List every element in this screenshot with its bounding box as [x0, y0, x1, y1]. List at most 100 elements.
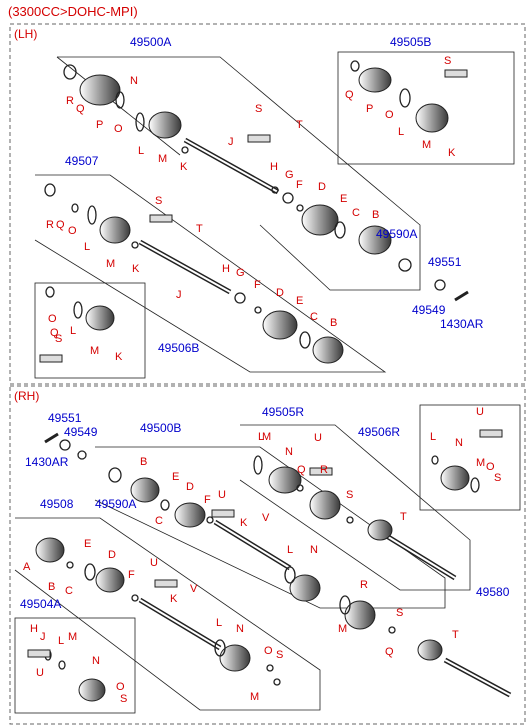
part-letter: T — [296, 119, 303, 131]
part-letter: A — [23, 561, 31, 573]
assembly-number-49590A: 49590A — [376, 227, 417, 241]
part-letter: R — [320, 464, 328, 476]
rh-grease-tube-3 — [479, 429, 503, 438]
rh-49500B-inner-boot — [289, 574, 321, 602]
part-letter: T — [196, 223, 203, 235]
part-letter: D — [108, 549, 116, 561]
rh-49508-boot — [95, 567, 125, 593]
part-letter: L — [258, 431, 264, 443]
part-letter: Q — [56, 219, 65, 231]
part-letter: B — [330, 317, 337, 329]
assembly-number-49508: 49508 — [40, 497, 74, 511]
assembly-number-49549-rh: 49549 — [64, 425, 98, 439]
lh-bolt — [454, 290, 469, 302]
rh-49508-outer-joint — [35, 537, 65, 563]
part-letter: J — [176, 289, 182, 301]
rh-grease-tube-4 — [154, 579, 178, 588]
assembly-number-49551-rh: 49551 — [48, 411, 82, 425]
lh-49505B-housing — [358, 67, 392, 93]
rh-grease-tube-2 — [309, 467, 333, 476]
assembly-number-49500A: 49500A — [130, 35, 171, 49]
part-letter: O — [116, 681, 125, 693]
rh-shaft-49508-core — [139, 599, 221, 649]
part-letter: U — [36, 667, 44, 679]
part-letter: H — [222, 263, 230, 275]
part-letter: M — [338, 623, 347, 635]
part-letter: D — [318, 181, 326, 193]
part-letter: Q — [297, 464, 306, 476]
part-letter: Q — [50, 327, 59, 339]
part-letter: O — [486, 461, 495, 473]
part-letter: F — [204, 494, 211, 506]
part-letter: M — [90, 345, 99, 357]
part-letter: R — [66, 95, 74, 107]
rh-bolt — [44, 432, 59, 444]
rh-rings — [44, 439, 480, 686]
part-letter: U — [218, 489, 226, 501]
part-letter: K — [240, 517, 248, 529]
rh-section-label: (RH) — [14, 389, 39, 403]
part-letter: K — [115, 351, 123, 363]
rh-49500B-boot — [174, 502, 206, 528]
lh-shaft-secondary-core — [139, 241, 231, 293]
part-letter: O — [385, 109, 394, 121]
part-letter: Q — [385, 646, 394, 658]
assembly-number-49505B: 49505B — [390, 35, 431, 49]
part-letter: Q — [76, 103, 85, 115]
part-letter: M — [476, 457, 485, 469]
rh-grease-tube-1 — [211, 509, 235, 518]
part-letter: S — [155, 195, 162, 207]
rh-49505R-outline — [239, 424, 471, 591]
lh-49500A-outline — [57, 56, 421, 291]
part-letter: U — [150, 557, 158, 569]
assembly-number-1430AR-rh: 1430AR — [25, 455, 69, 469]
part-letter: H — [270, 161, 278, 173]
part-letter: F — [296, 179, 303, 191]
part-letter: Q — [345, 89, 354, 101]
rh-49508-outline — [14, 517, 321, 711]
lh-49507-outer-joint — [312, 336, 344, 364]
part-letter: N — [310, 544, 318, 556]
part-letter: B — [140, 456, 147, 468]
assembly-number-49507: 49507 — [65, 154, 99, 168]
part-letter: P — [366, 103, 373, 115]
part-letter: G — [285, 169, 294, 181]
part-letter: G — [236, 267, 245, 279]
rh-grease-tube-5 — [27, 649, 51, 658]
part-letter: L — [84, 241, 90, 253]
part-letter: C — [155, 515, 163, 527]
part-letter: M — [106, 258, 115, 270]
assembly-number-49506R: 49506R — [358, 425, 400, 439]
lh-49507-outline — [34, 174, 387, 373]
part-letter: K — [180, 161, 188, 173]
rh-49580-housing — [344, 600, 376, 630]
part-letter: K — [448, 147, 456, 159]
lh-rings — [44, 60, 446, 349]
part-letter: N — [92, 655, 100, 667]
part-letter: D — [186, 481, 194, 493]
part-letter: U — [476, 406, 484, 418]
lh-49500A-leader — [56, 56, 181, 156]
part-letter: S — [396, 607, 403, 619]
lh-49505B-boot — [415, 103, 449, 133]
rh-49500B-outer-joint — [130, 477, 160, 503]
part-letter: S — [120, 693, 127, 705]
part-letter: L — [70, 325, 76, 337]
part-letter: E — [172, 471, 179, 483]
part-letter: M — [262, 431, 271, 443]
lh-49506B-grease-tube — [39, 354, 63, 363]
rh-49500B-outline — [94, 446, 446, 609]
part-letter: N — [236, 623, 244, 635]
rh-section-frame — [9, 385, 526, 725]
part-letter: K — [170, 593, 178, 605]
lh-inner-joint-housing — [79, 74, 121, 106]
part-letter: O — [264, 645, 273, 657]
rh-49506R-outline — [419, 404, 521, 511]
part-letter: S — [255, 103, 262, 115]
assembly-number-49549: 49549 — [412, 303, 446, 317]
part-letter: V — [190, 583, 198, 595]
part-letter: E — [340, 193, 347, 205]
part-letter: M — [68, 631, 77, 643]
part-letter: N — [455, 437, 463, 449]
